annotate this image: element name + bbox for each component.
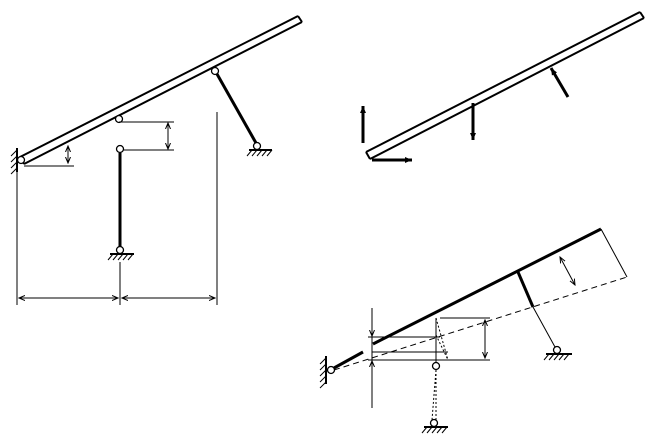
- beam-hinge-mid: [114, 114, 124, 124]
- beam-stub: [333, 350, 364, 370]
- panel-deformation: [319, 227, 628, 434]
- vertical-post: [107, 144, 134, 261]
- post-top-hinge: [431, 361, 441, 371]
- panel-loads: [360, 11, 645, 163]
- deformation-wall: [319, 356, 336, 389]
- strut-displacement-arrow: [560, 257, 575, 285]
- displaced-beam: [372, 227, 602, 346]
- inclined-beam: [19, 15, 303, 165]
- beam-end-connector: [600, 228, 628, 278]
- deformation-strut-support: [543, 345, 572, 361]
- post-tilt-dotted: [435, 317, 449, 361]
- inclined-strut: [210, 66, 273, 157]
- loaded-beam: [365, 11, 645, 160]
- deformed-strut-line: [532, 306, 556, 348]
- deformation-post-support: [421, 418, 448, 434]
- original-beam-line: [333, 276, 628, 371]
- span-dimensions: [16, 112, 218, 305]
- left-hinge: [16, 155, 26, 165]
- strut-force-arrow: [549, 67, 570, 98]
- left-wall-support: [10, 148, 18, 175]
- strut-stub: [516, 271, 535, 308]
- panel-structure: [10, 15, 303, 305]
